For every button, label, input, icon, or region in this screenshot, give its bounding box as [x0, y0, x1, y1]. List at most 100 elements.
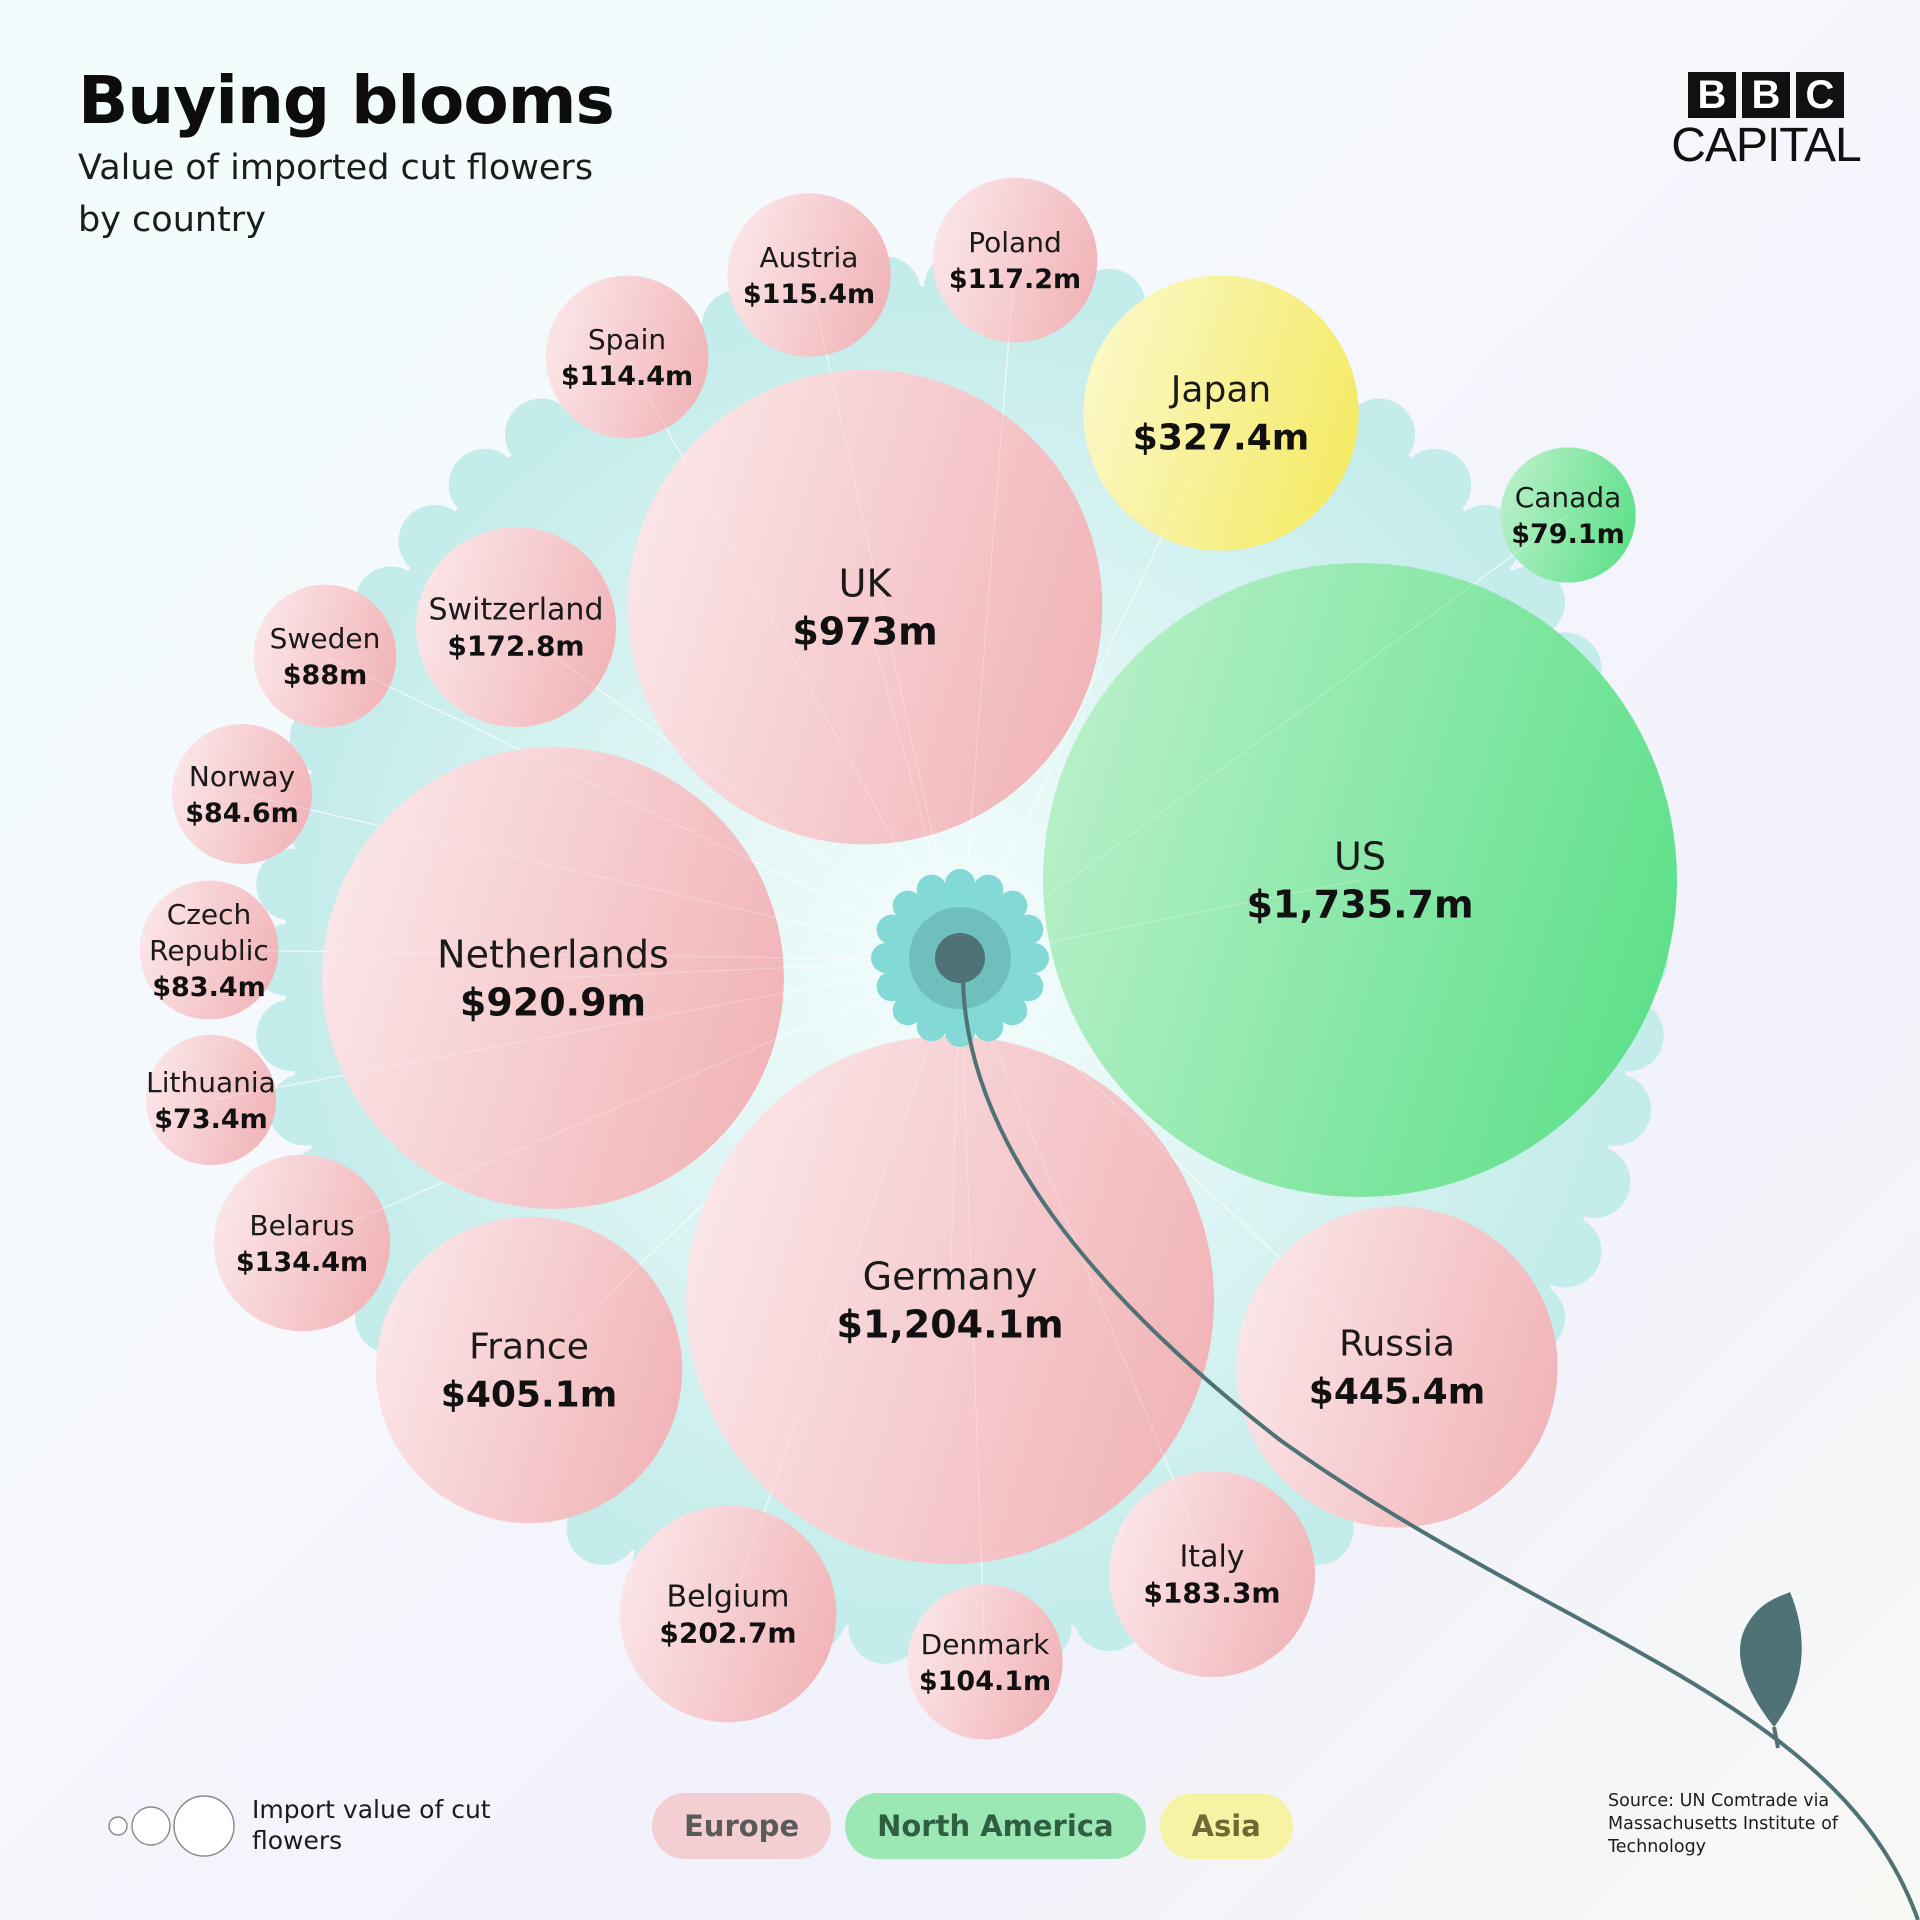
bubble-netherlands	[322, 747, 784, 1209]
source-note: Source: UN Comtrade via Massachusetts In…	[1608, 1791, 1838, 1857]
ray-line	[959, 412, 1222, 961]
country-value: $973m	[792, 609, 937, 653]
bubble-label-japan: Japan $327.4m	[1133, 370, 1309, 459]
country-value: $83.4m	[152, 972, 266, 1003]
country-value: $115.4m	[743, 279, 875, 310]
ray-line	[208, 949, 961, 961]
size-legend-icon	[108, 1795, 235, 1857]
country-name: Czech	[167, 898, 252, 931]
country-name: US	[1334, 834, 1386, 878]
bubble-label-lithuania: Lithuania$73.4m	[146, 1066, 276, 1135]
bubble-czech-republic	[139, 880, 279, 1020]
bubble-label-belgium: Belgium$202.7m	[659, 1580, 796, 1650]
country-name: Belgium	[667, 1580, 790, 1615]
country-name: Germany	[863, 1254, 1038, 1298]
country-value: $327.4m	[1133, 418, 1309, 459]
bubble-belarus	[213, 1154, 391, 1332]
ray-line	[324, 655, 961, 961]
stem-path	[960, 967, 1920, 1920]
country-name: France	[469, 1327, 589, 1368]
ray-line	[959, 959, 1398, 1368]
ray-line	[727, 959, 961, 1615]
legend-north-america: North America	[845, 1793, 1146, 1859]
bubble-poland	[932, 177, 1098, 343]
bubble-label-france: France $405.1m	[441, 1327, 617, 1416]
country-value: $202.7m	[659, 1617, 796, 1650]
country-value: $172.8m	[447, 630, 584, 663]
country-name: Spain	[588, 323, 666, 356]
ray-line	[241, 793, 961, 961]
bubble-denmark	[907, 1584, 1063, 1740]
country-name: Norway	[189, 760, 295, 793]
country-name: Italy	[1179, 1540, 1244, 1575]
country-name: Austria	[760, 241, 859, 274]
bubble-us	[1043, 563, 1677, 1197]
bubble-japan	[1083, 275, 1359, 551]
bubble-label-switzerland: Switzerland$172.8m	[429, 593, 604, 663]
bubble-label-austria: Austria $115.4m	[743, 241, 875, 310]
country-value: $405.1m	[441, 1375, 617, 1416]
bubble-sweden	[253, 584, 397, 728]
ray-line	[210, 959, 961, 1101]
ray-line	[959, 959, 986, 1663]
country-name: Canada	[1515, 481, 1622, 514]
country-name: Lithuania	[146, 1066, 276, 1099]
ray-line	[808, 274, 961, 961]
bubble-labels: US$1,735.7mGermany$1,204.1mUK$973mNether…	[146, 226, 1625, 1697]
region-legend: Europe North America Asia	[652, 1793, 1293, 1859]
bubble-label-poland: Poland$117.2m	[949, 226, 1081, 295]
legend-europe: Europe	[652, 1793, 832, 1859]
country-value: $134.4m	[236, 1247, 368, 1278]
ray-line	[959, 959, 1213, 1575]
country-name: Switzerland	[429, 593, 604, 628]
logo-block: B	[1688, 72, 1736, 118]
bubble-belgium	[619, 1505, 837, 1723]
bubble-uk	[627, 369, 1103, 845]
ray-line	[515, 626, 961, 961]
bubble-norway	[172, 724, 312, 864]
bubble-italy	[1108, 1470, 1316, 1678]
logo-subtitle: CAPITAL	[1671, 119, 1862, 172]
country-value: $183.3m	[1143, 1577, 1280, 1610]
country-name: Republic	[149, 934, 269, 967]
size-legend-circle	[108, 1816, 128, 1836]
country-name: Netherlands	[437, 932, 669, 976]
size-legend-circle	[173, 1795, 235, 1857]
bubble-label-norway: Norway $84.6m	[185, 760, 299, 829]
flower-stem	[871, 869, 1920, 1920]
bubble-austria	[727, 193, 891, 357]
leaf	[1739, 1592, 1802, 1727]
bubble-label-spain: Spain $114.4m	[561, 323, 693, 392]
bubble-label-italy: Italy$183.3m	[1143, 1540, 1280, 1610]
bubble-label-netherlands: Netherlands$920.9m	[437, 932, 669, 1024]
country-value: $114.4m	[561, 361, 693, 392]
country-value: $920.9m	[460, 980, 646, 1024]
country-value: $84.6m	[185, 798, 299, 829]
country-value: $1,204.1m	[836, 1302, 1063, 1346]
page-title: Buying blooms	[78, 62, 615, 139]
ray-line	[959, 514, 1569, 961]
size-legend-circle	[131, 1806, 171, 1846]
bubble-canada	[1500, 447, 1636, 583]
legend-asia: Asia	[1159, 1793, 1293, 1859]
bubble-germany	[685, 1035, 1215, 1565]
country-value: $104.1m	[919, 1666, 1051, 1697]
bubble-label-belarus: Belarus$134.4m	[236, 1209, 368, 1278]
logo-block: B	[1742, 72, 1790, 118]
country-name: Poland	[968, 226, 1061, 259]
country-name: UK	[839, 561, 893, 605]
bubble-label-germany: Germany$1,204.1m	[836, 1254, 1063, 1346]
bubble-russia	[1236, 1206, 1558, 1528]
bbc-capital-logo: B B C CAPITAL	[1666, 72, 1866, 172]
bubble-label-denmark: Denmark$104.1m	[919, 1628, 1051, 1697]
logo-blocks: B B C	[1666, 72, 1866, 118]
ray-line	[626, 356, 961, 961]
bubble-label-uk: UK$973m	[792, 561, 937, 653]
ray-line	[528, 959, 961, 1371]
leaf-stalk	[1772, 1726, 1780, 1749]
country-name: Japan	[1169, 370, 1271, 411]
country-value: $88m	[283, 660, 368, 691]
bubble-france	[375, 1216, 683, 1524]
